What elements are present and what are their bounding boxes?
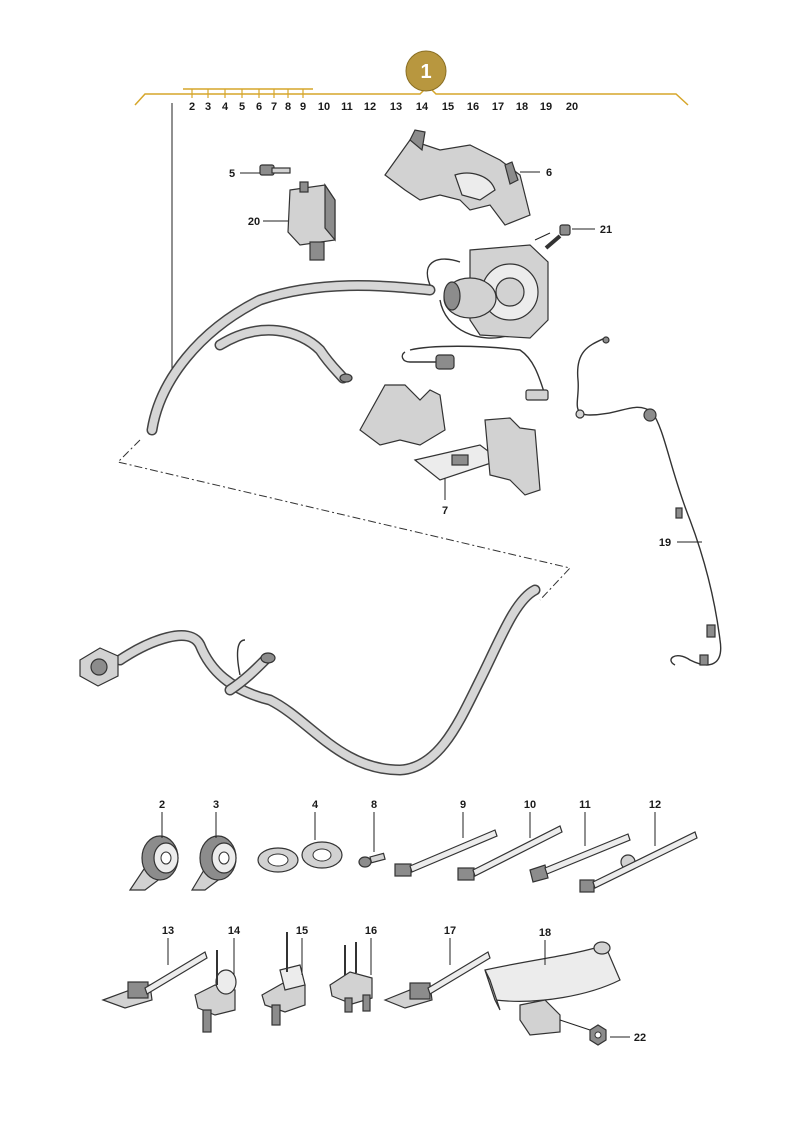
cable-tie-12 (579, 831, 698, 893)
leader-lines (161, 171, 702, 1038)
header-number: 12 (364, 101, 376, 113)
callout-c14: 14 (228, 925, 241, 937)
header-number: 3 (205, 101, 211, 113)
screw-8 (358, 852, 386, 868)
sensor-wire (575, 336, 722, 666)
callout-b3: 3 (213, 799, 219, 811)
group-badge: 1 (405, 50, 447, 92)
nut-22 (589, 1024, 607, 1046)
badge-label: 1 (420, 61, 431, 83)
tape-roll-3 (190, 835, 237, 891)
callout-c22: 22 (634, 1032, 646, 1044)
header-number: 20 (566, 101, 578, 113)
upper-bracket (384, 129, 531, 226)
callout-c16: 16 (365, 925, 377, 937)
callout-21: 21 (600, 224, 612, 236)
header-number: 7 (271, 101, 277, 113)
cable-tie-clip-17 (383, 951, 491, 1009)
callout-6: 6 (546, 167, 552, 179)
header-number: 9 (300, 101, 306, 113)
callout-b4: 4 (312, 799, 319, 811)
actuator-motor (443, 232, 551, 339)
callout-20: 20 (248, 216, 260, 228)
main-wiring-harness-lower (79, 584, 541, 776)
bolt-5 (259, 164, 291, 176)
callout-b8: 8 (371, 799, 377, 811)
callout-c13: 13 (162, 925, 174, 937)
header-number: 14 (416, 101, 429, 113)
header-number: 8 (285, 101, 291, 113)
callout-7: 7 (442, 505, 448, 517)
callout-c17: 17 (444, 925, 456, 937)
callout-c15: 15 (296, 925, 308, 937)
cable-tie-11 (529, 833, 631, 883)
callout-19: 19 (659, 537, 671, 549)
cable-tie-10 (457, 825, 563, 881)
control-module (287, 181, 336, 261)
cable-tie-9 (394, 829, 498, 877)
continuation-lines (117, 439, 571, 601)
screw-21 (544, 224, 571, 250)
harness-holder (359, 384, 541, 500)
callout-b2: 2 (159, 799, 165, 811)
callout-b12: 12 (649, 799, 661, 811)
header-number: 5 (239, 101, 245, 113)
callout-labels: 5 6 20 21 7 19 2 3 4 8 9 10 11 12 13 14 … (159, 167, 671, 1044)
cable-tie-clip-13 (101, 951, 208, 1009)
callout-b9: 9 (460, 799, 466, 811)
header-number: 10 (318, 101, 330, 113)
header-number: 18 (516, 101, 528, 113)
callout-b10: 10 (524, 799, 536, 811)
header-number: 6 (256, 101, 262, 113)
clip-15 (261, 932, 306, 1026)
header-number: 2 (189, 101, 195, 113)
callout-b11: 11 (579, 799, 591, 811)
header-number: 17 (492, 101, 504, 113)
header-number: 16 (467, 101, 479, 113)
header-number: 13 (390, 101, 402, 113)
grommet-clip-4 (257, 841, 343, 873)
cover-18 (484, 941, 621, 1036)
header-number: 19 (540, 101, 552, 113)
header-number: 4 (222, 101, 229, 113)
header-number: 15 (442, 101, 454, 113)
clip-14 (194, 950, 237, 1033)
main-wiring-harness-upper (146, 258, 549, 436)
callout-c18: 18 (539, 927, 551, 939)
header-number: 11 (341, 101, 353, 113)
callout-5: 5 (229, 168, 235, 180)
clip-16 (329, 942, 373, 1013)
tape-roll-2 (128, 835, 179, 891)
